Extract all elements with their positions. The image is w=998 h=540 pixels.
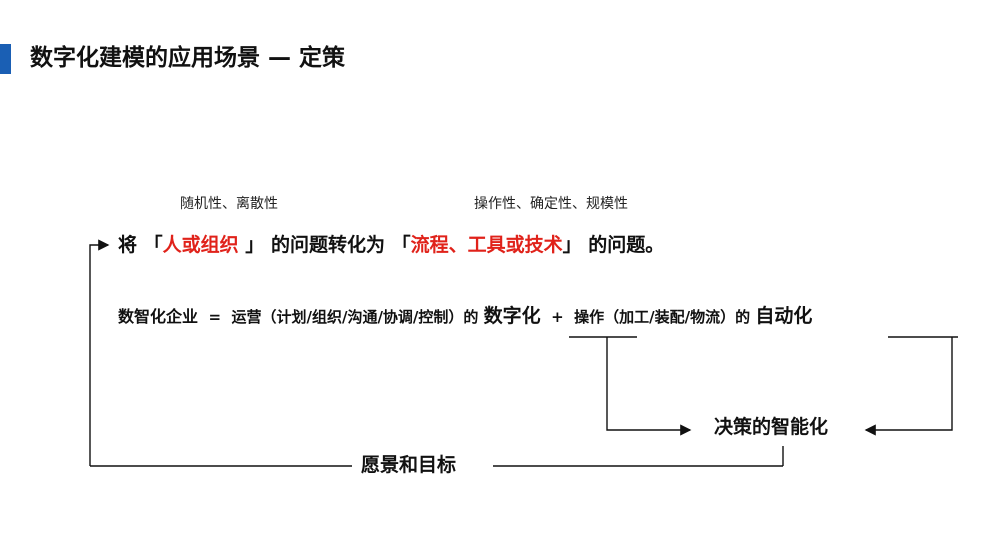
- highlight-people-org: 人或组织: [162, 234, 239, 256]
- bracket-open-2: 「: [391, 234, 411, 256]
- automation-to-decision-arrow: [864, 337, 953, 436]
- formula-operations: 运营（计划/组织/沟通/协调/控制）的: [231, 308, 479, 326]
- bracket-close-2: 」: [562, 234, 582, 256]
- formula-plus: +: [551, 308, 564, 326]
- formula-line: 数智化企业 = 运营（计划/组织/沟通/协调/控制）的 数字化 + 操作（加工/…: [118, 307, 812, 326]
- main-middle: 的问题转化为: [270, 234, 385, 256]
- formula-digitization: 数字化: [483, 305, 541, 327]
- main-statement: 将 「人或组织 」 的问题转化为 「流程、工具或技术」 的问题。: [118, 236, 664, 255]
- note-left: 随机性、离散性: [180, 196, 278, 212]
- bracket-open-1: 「: [143, 234, 163, 256]
- formula-operation-detail: 操作（加工/装配/物流）的: [574, 308, 751, 326]
- vision-goals-label: 愿景和目标: [361, 454, 457, 476]
- digitization-to-decision-arrow: [606, 337, 692, 436]
- decision-intelligence-label: 决策的智能化: [714, 416, 829, 438]
- formula-equals: =: [208, 308, 222, 326]
- highlight-process-tools: 流程、工具或技术: [410, 234, 563, 256]
- formula-automation: 自动化: [755, 305, 813, 327]
- page-title: 数字化建模的应用场景 — 定策: [30, 45, 346, 71]
- main-prefix: 将: [118, 234, 138, 256]
- main-suffix: 的问题。: [588, 234, 665, 256]
- title-accent-bar: [0, 44, 11, 74]
- note-right: 操作性、确定性、规模性: [474, 196, 628, 212]
- vision-to-statement-arrow: [89, 239, 110, 466]
- bracket-close-1: 」: [245, 234, 265, 256]
- formula-enterprise: 数智化企业: [118, 307, 199, 326]
